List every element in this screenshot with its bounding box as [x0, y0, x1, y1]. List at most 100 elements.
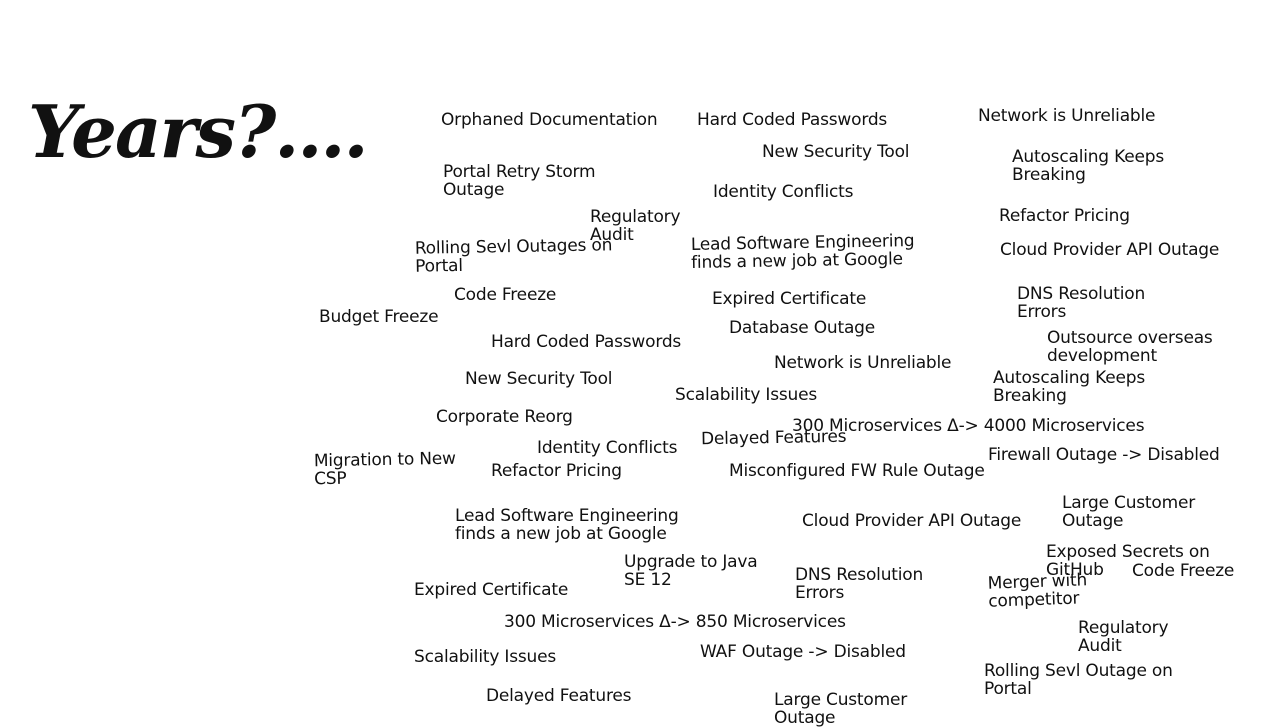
incident-note-line: Expired Certificate — [712, 289, 867, 309]
incident-note-line: CSP — [313, 468, 347, 490]
incident-note-line: Large Customer — [774, 690, 908, 710]
incident-note-line: WAF Outage -> Disabled — [700, 642, 906, 662]
slide-title: Years?.... — [28, 89, 369, 174]
incident-note-line: Scalability Issues — [675, 385, 818, 405]
incident-note: Refactor Pricing — [491, 462, 622, 480]
incident-note-line: Autoscaling Keeps — [1012, 147, 1164, 167]
incident-note-line: New Security Tool — [465, 369, 613, 389]
incident-note-line: Errors — [795, 583, 845, 603]
incident-note-line: Delayed Features — [486, 686, 632, 706]
incident-note: Orphaned Documentation — [441, 110, 658, 130]
incident-note: Firewall Outage -> Disabled — [988, 446, 1220, 464]
incident-note-line: Network is Unreliable — [978, 106, 1156, 126]
incident-note-line: Budget Freeze — [319, 307, 439, 327]
incident-note-line: Misconfigured FW Rule Outage — [729, 461, 985, 481]
incident-note-line: GitHub — [1046, 560, 1104, 580]
incident-note-line: Outage — [443, 180, 505, 200]
incident-note-line: Large Customer — [1062, 493, 1196, 513]
incident-note: Refactor Pricing — [999, 207, 1130, 225]
incident-note-line: Database Outage — [729, 318, 876, 338]
incident-note-line: Regulatory — [1078, 618, 1169, 638]
incident-note: 300 Microservices Δ-> 850 Microservices — [504, 613, 846, 631]
incident-note: Hard Coded Passwords — [491, 333, 681, 351]
incident-note: New Security Tool — [762, 142, 910, 162]
incident-note: Scalability Issues — [675, 386, 817, 404]
incident-note: Expired Certificate — [712, 290, 866, 308]
incident-note-line: 300 Microservices Δ-> 4000 Microservices — [792, 416, 1145, 436]
incident-note-line: Portal — [984, 679, 1032, 699]
incident-note: Identity Conflicts — [537, 438, 678, 458]
incident-note: Network is Unreliable — [978, 107, 1155, 125]
incident-note: Delayed Features — [486, 686, 632, 706]
incident-note-line: Upgrade to Java — [624, 552, 758, 572]
incident-note-line: Audit — [590, 225, 634, 245]
incident-note-line: Scalability Issues — [414, 647, 557, 667]
incident-note-line: Breaking — [993, 386, 1067, 406]
incident-note-line: Network is Unreliable — [774, 353, 952, 373]
incident-note-line: Outage — [1062, 511, 1124, 531]
incident-note-line: Hard Coded Passwords — [697, 110, 888, 130]
incident-note-line: Breaking — [1012, 165, 1086, 185]
incident-note-line: Errors — [1017, 302, 1067, 322]
incident-note: Code Freeze — [1132, 562, 1234, 580]
incident-note-line: Identity Conflicts — [713, 182, 854, 202]
incident-note-line: Exposed Secrets on — [1046, 542, 1210, 562]
incident-note: New Security Tool — [465, 369, 613, 389]
incident-note: Budget Freeze — [319, 307, 439, 327]
incident-note: Misconfigured FW Rule Outage — [729, 462, 985, 480]
incident-note-line: Lead Software Engineering — [455, 506, 679, 526]
incident-note-line: Portal Retry Storm — [443, 162, 596, 182]
incident-note-line: 300 Microservices Δ-> 850 Microservices — [504, 612, 846, 632]
incident-note-line: Audit — [1078, 636, 1122, 656]
incident-note-line: Cloud Provider API Outage — [1000, 240, 1220, 260]
incident-note-line: Refactor Pricing — [491, 461, 622, 481]
incident-note-line: Code Freeze — [454, 285, 557, 305]
incident-note-line: Code Freeze — [1132, 561, 1235, 581]
incident-note-line: Expired Certificate — [414, 580, 569, 600]
incident-note: WAF Outage -> Disabled — [700, 643, 906, 661]
incident-note-line: Rolling Sevl Outage on — [984, 661, 1173, 681]
incident-note-line: Portal — [414, 255, 463, 277]
incident-note-line: competitor — [987, 588, 1080, 612]
incident-note-line: Regulatory — [590, 207, 681, 227]
incident-note-line: development — [1047, 346, 1157, 366]
incident-note-line: finds a new job at Google — [690, 249, 903, 273]
incident-note-line: Migration to New — [313, 448, 456, 472]
incident-note-line: SE 12 — [624, 570, 672, 590]
incident-note-line: Corporate Reorg — [436, 407, 573, 427]
incident-note-line: Cloud Provider API Outage — [802, 511, 1022, 531]
incident-note: Hard Coded Passwords — [697, 111, 887, 129]
incident-note: Expired Certificate — [414, 581, 568, 599]
incident-note-line: Identity Conflicts — [537, 438, 678, 458]
incident-note: Database Outage — [729, 319, 875, 337]
incident-note-line: Outage — [774, 708, 836, 728]
incident-note: Scalability Issues — [414, 648, 556, 666]
incident-note-line: New Security Tool — [762, 142, 910, 162]
incident-note-line: Firewall Outage -> Disabled — [988, 445, 1220, 465]
incident-note: Network is Unreliable — [774, 354, 951, 372]
incident-note: Delayed Features — [700, 426, 847, 450]
incident-note-line: DNS Resolution — [795, 565, 924, 585]
incident-note-line: Delayed Features — [700, 426, 847, 450]
incident-note-line: Refactor Pricing — [999, 206, 1130, 226]
incident-note: Cloud Provider API Outage — [1000, 241, 1219, 259]
incident-note-line: Outsource overseas — [1047, 328, 1213, 348]
incident-note-line: Autoscaling Keeps — [993, 368, 1145, 388]
incident-note: 300 Microservices Δ-> 4000 Microservices — [792, 416, 1145, 436]
incident-note-line: Orphaned Documentation — [441, 110, 658, 130]
